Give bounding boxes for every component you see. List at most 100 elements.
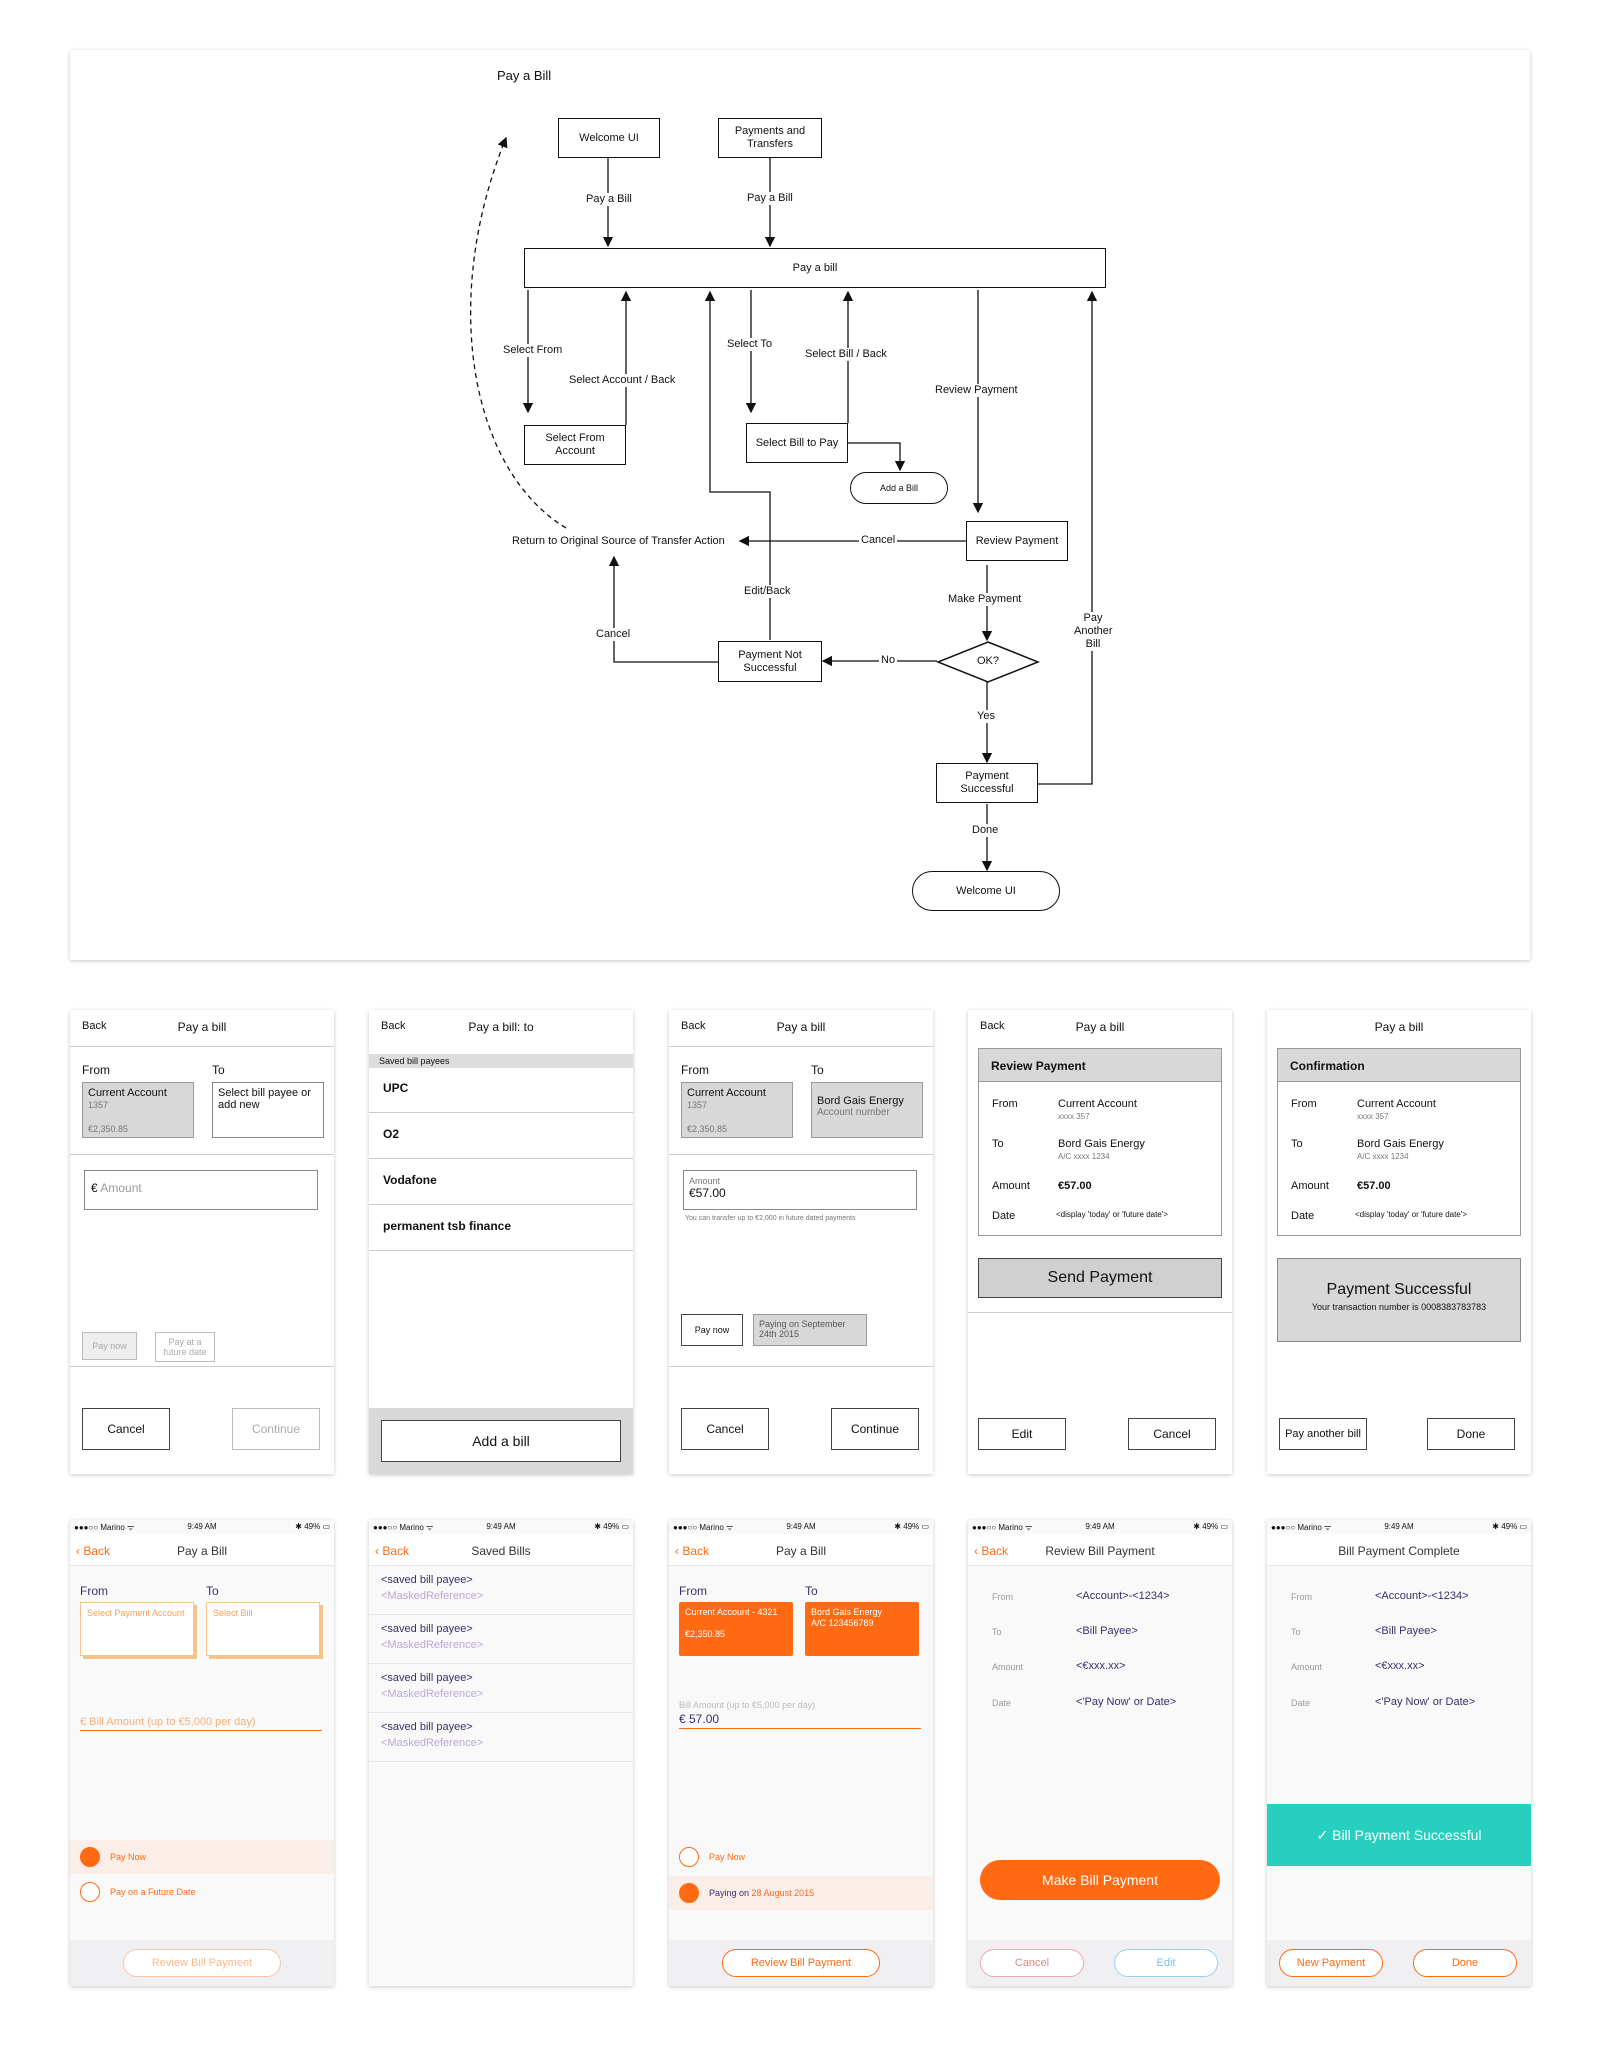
paying-on-date[interactable]: 28 August 2015 [751, 1888, 815, 1898]
amount-input[interactable]: € Amount [84, 1170, 318, 1210]
date-value: <'Pay Now' or Date> [1375, 1696, 1476, 1708]
continue-button[interactable]: Continue [831, 1408, 919, 1450]
node-payments-transfers: Payments and Transfers [718, 118, 822, 158]
review-bill-payment-button[interactable]: Review Bill Payment [123, 1949, 281, 1977]
amount-input[interactable]: Amount €57.00 [683, 1170, 917, 1210]
saved-bill-item[interactable]: <saved bill payee><MaskedReference> [369, 1713, 633, 1762]
nav-bar: ‹ Back Saved Bills [369, 1534, 633, 1566]
from-label: From [992, 1098, 1018, 1110]
from-value: Current Account [1058, 1098, 1137, 1110]
from-account-balance: €2,350.85 [687, 1124, 728, 1134]
pay-future-label: Pay on a Future Date [110, 1887, 196, 1897]
pay-now-radio[interactable] [80, 1847, 100, 1867]
pay-now-row[interactable] [70, 1840, 334, 1874]
bill-amount-input[interactable]: € 57.00 [679, 1712, 921, 1729]
done-button[interactable]: Done [1413, 1949, 1517, 1977]
pay-now-radio[interactable] [679, 1847, 699, 1867]
to-label: To [212, 1063, 225, 1077]
from-account-number: 1357 [88, 1100, 109, 1110]
carrier-signal: ●●●○○ Marino ᯤ [1271, 1523, 1332, 1532]
from-account-box[interactable]: Current Account 1357 €2,350.85 [681, 1082, 793, 1138]
pay-future-button[interactable]: Pay at a future date [155, 1332, 215, 1362]
edit-button[interactable]: Edit [1114, 1949, 1218, 1977]
edge-select-to: Select To [725, 338, 775, 351]
pay-now-button[interactable]: Pay now [82, 1332, 137, 1360]
from-account-box[interactable]: Current Account 1357 €2,350.85 [82, 1082, 194, 1138]
amount-label: Amount [1291, 1180, 1329, 1192]
to-label: To [805, 1584, 818, 1598]
amount-placeholder: Amount [100, 1181, 142, 1195]
saved-bill-item[interactable]: <saved bill payee><MaskedReference> [369, 1664, 633, 1713]
edge-no: No [879, 654, 898, 667]
continue-button[interactable]: Continue [232, 1408, 320, 1450]
date-label: Date [1291, 1698, 1311, 1708]
new-payment-button[interactable]: New Payment [1279, 1949, 1383, 1977]
cancel-button[interactable]: Cancel [1128, 1418, 1216, 1450]
battery-indicator: ✱ 49% ▭ [295, 1522, 330, 1531]
status-bar: ●●●○○ Marino ᯤ 9:49 AM ✱ 49% ▭ [369, 1520, 633, 1534]
paying-on-row[interactable] [669, 1876, 933, 1910]
payee-row[interactable]: permanent tsb finance [369, 1206, 633, 1251]
edge-make-payment: Make Payment [946, 593, 1024, 606]
payee-account: A/C 123456789 [811, 1618, 874, 1628]
carrier-signal: ●●●○○ Marino ᯤ [373, 1523, 434, 1532]
from-account-card[interactable]: Current Account - 4321 €2,350.85 [679, 1602, 793, 1656]
to-sub: A/C xxxx 1234 [1357, 1152, 1409, 1161]
cancel-button[interactable]: Cancel [82, 1408, 170, 1450]
back-link[interactable]: Back [980, 1020, 1005, 1032]
select-payment-account-box[interactable]: Select Payment Account [80, 1602, 194, 1656]
nav-bar: Bill Payment Complete [1267, 1534, 1531, 1566]
payee-row[interactable]: Vodafone [369, 1160, 633, 1205]
pay-future-radio[interactable] [80, 1882, 100, 1902]
wireframe-review-payment: Back Pay a bill Review Payment From Curr… [968, 1010, 1232, 1474]
euro-sign: € [91, 1181, 98, 1195]
saved-bill-item[interactable]: <saved bill payee><MaskedReference> [369, 1615, 633, 1664]
to-label: To [206, 1584, 219, 1598]
back-button[interactable]: ‹ Back [974, 1544, 1008, 1558]
payee-row[interactable]: O2 [369, 1114, 633, 1159]
success-heading: Payment Successful [1326, 1281, 1472, 1298]
nav-bar: ‹ Back Review Bill Payment [968, 1534, 1232, 1566]
back-link[interactable]: Back [82, 1020, 107, 1032]
back-button[interactable]: ‹ Back [675, 1544, 709, 1558]
node-welcome-ui-end: Welcome UI [912, 871, 1060, 911]
to-label: To [992, 1138, 1004, 1150]
review-bill-payment-button[interactable]: Review Bill Payment [722, 1949, 880, 1977]
mobile-pay-a-bill: ●●●○○ Marino ᯤ 9:49 AM ✱ 49% ▭ ‹ Back Pa… [70, 1520, 334, 1986]
payee-card[interactable]: Bord Gais Energy A/C 123456789 [805, 1602, 919, 1656]
back-link[interactable]: Back [681, 1020, 706, 1032]
cancel-button[interactable]: Cancel [980, 1949, 1084, 1977]
cancel-button[interactable]: Cancel [681, 1408, 769, 1450]
amount-value: <€xxx.xx> [1076, 1660, 1126, 1672]
saved-bill-name: <saved bill payee> [381, 1721, 473, 1733]
done-button[interactable]: Done [1427, 1418, 1515, 1450]
pay-now-button[interactable]: Pay now [681, 1314, 743, 1346]
back-button[interactable]: ‹ Back [76, 1544, 110, 1558]
edge-done: Done [970, 824, 1001, 837]
saved-bill-item[interactable]: <saved bill payee><MaskedReference> [369, 1566, 633, 1615]
payee-box[interactable]: Bord Gais Energy Account number [811, 1082, 923, 1138]
payee-row[interactable]: UPC [369, 1068, 633, 1113]
select-payee-box[interactable]: Select bill payee or add new [212, 1082, 324, 1138]
to-label: To [811, 1063, 824, 1077]
amount-value: €57.00 [689, 1186, 726, 1200]
edge-select-from: Select From [501, 344, 565, 357]
payee-account-number: Account number [817, 1107, 890, 1118]
mobile-bill-payment-complete: ●●●○○ Marino ᯤ 9:49 AM ✱ 49% ▭ Bill Paym… [1267, 1520, 1531, 1986]
edit-button[interactable]: Edit [978, 1418, 1066, 1450]
pay-another-bill-button[interactable]: Pay another bill [1279, 1418, 1367, 1450]
back-button[interactable]: ‹ Back [375, 1544, 409, 1558]
back-link[interactable]: Back [381, 1020, 406, 1032]
edge-pay-a-bill-2: Pay a Bill [745, 192, 795, 205]
saved-bill-ref: <MaskedReference> [381, 1639, 484, 1651]
make-bill-payment-button[interactable]: Make Bill Payment [980, 1860, 1220, 1900]
wireframe-pay-a-bill: Back Pay a bill From To Current Account … [70, 1010, 334, 1474]
select-bill-box[interactable]: Select Bill [206, 1602, 320, 1656]
screen-title: Saved Bills [471, 1544, 531, 1558]
send-payment-button[interactable]: Send Payment [978, 1258, 1222, 1298]
bill-amount-input[interactable]: € Bill Amount (up to €5,000 per day) [80, 1716, 322, 1731]
back-label: Back [682, 1544, 710, 1558]
paying-on-date-button[interactable]: Paying on September 24th 2015 [753, 1314, 867, 1346]
add-bill-button[interactable]: Add a bill [381, 1420, 621, 1462]
pay-future-radio[interactable] [679, 1883, 699, 1903]
